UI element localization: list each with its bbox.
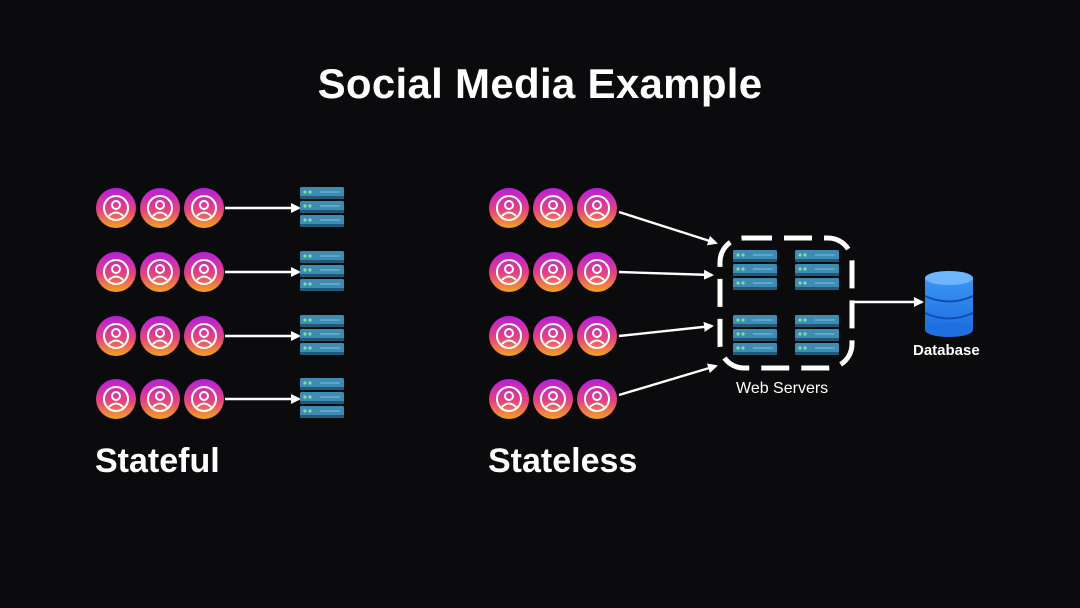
- servers-layer: [300, 187, 839, 418]
- user-avatar-icon: [489, 252, 529, 292]
- database-label: Database: [913, 342, 980, 359]
- user-avatar-icon: [184, 379, 224, 419]
- user-avatar-icon: [184, 252, 224, 292]
- user-avatar-icon: [533, 252, 573, 292]
- user-avatar-icon: [489, 316, 529, 356]
- user-avatar-icon: [184, 188, 224, 228]
- page-title: Social Media Example: [317, 60, 763, 107]
- user-avatar-icon: [96, 379, 136, 419]
- web-servers-group: [717, 235, 855, 371]
- user-avatar-icon: [140, 379, 180, 419]
- user-avatar-icon: [140, 316, 180, 356]
- server-rack-icon: [300, 378, 344, 418]
- user-avatar-icon: [577, 252, 617, 292]
- server-rack-icon: [300, 187, 344, 227]
- user-avatar-icon: [489, 188, 529, 228]
- server-rack-icon: [300, 251, 344, 291]
- server-rack-icon: [733, 315, 777, 355]
- web-servers-boundary: [717, 235, 855, 371]
- user-avatar-icon: [140, 252, 180, 292]
- user-avatar-icon: [489, 379, 529, 419]
- user-avatar-icon: [140, 188, 180, 228]
- user-avatar-icon: [184, 316, 224, 356]
- database-group: [924, 271, 974, 337]
- user-avatar-icon: [96, 252, 136, 292]
- user-avatar-icon: [533, 188, 573, 228]
- user-avatar-icon: [533, 379, 573, 419]
- users-layer: [96, 188, 617, 419]
- user-avatar-icon: [577, 188, 617, 228]
- server-rack-icon: [733, 250, 777, 290]
- user-avatar-icon: [577, 379, 617, 419]
- arrows-layer: [225, 203, 924, 404]
- stateless-label: Stateless: [488, 442, 638, 480]
- stateful-label: Stateful: [95, 442, 220, 480]
- database-icon: [924, 271, 974, 337]
- user-avatar-icon: [577, 316, 617, 356]
- user-avatar-icon: [96, 188, 136, 228]
- user-avatar-icon: [533, 316, 573, 356]
- user-avatar-icon: [96, 316, 136, 356]
- server-rack-icon: [795, 250, 839, 290]
- server-rack-icon: [795, 315, 839, 355]
- server-rack-icon: [300, 315, 344, 355]
- web-servers-label: Web Servers: [736, 380, 829, 397]
